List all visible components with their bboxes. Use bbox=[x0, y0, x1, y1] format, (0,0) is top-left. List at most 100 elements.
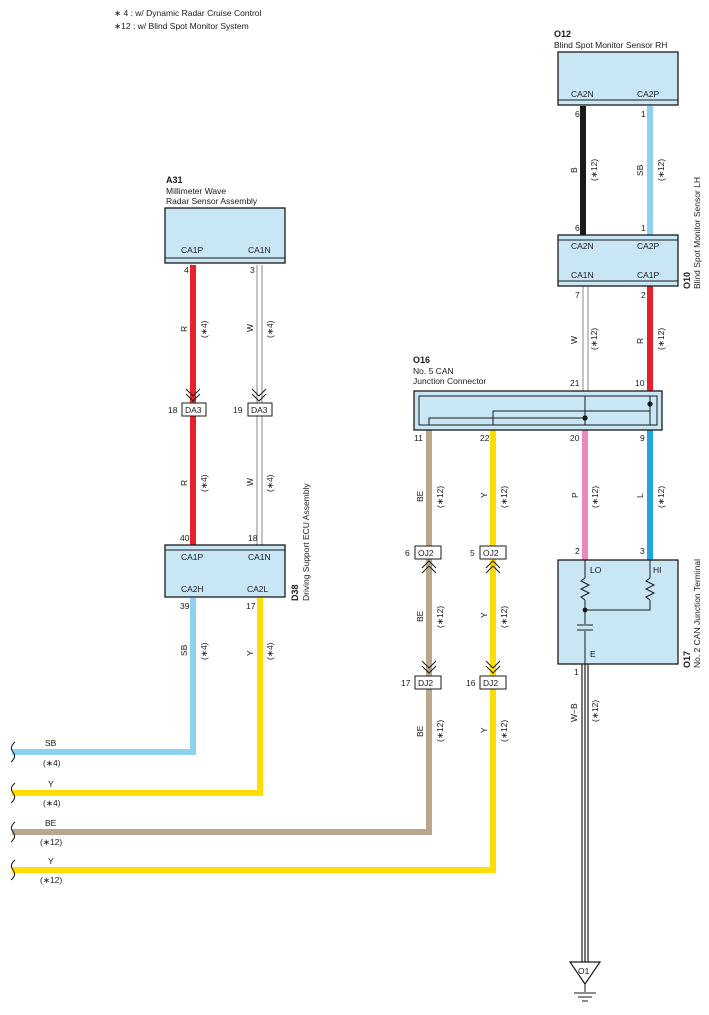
a31-name-1: Millimeter Wave bbox=[166, 186, 226, 196]
stub-2-color: Y bbox=[48, 779, 54, 789]
o1-code: O1 bbox=[578, 966, 590, 976]
oj2-pin-5: 5 bbox=[470, 548, 475, 558]
o10-pin-7: 7 bbox=[575, 290, 580, 300]
label-dj2-y: Y bbox=[479, 727, 489, 733]
stub-1-color: SB bbox=[45, 738, 57, 748]
wires bbox=[12, 106, 653, 962]
a31-pin-ca1n: CA1N bbox=[248, 245, 271, 255]
o16-pin-22: 22 bbox=[480, 433, 490, 443]
o16-pin-20: 20 bbox=[570, 433, 580, 443]
stub-3-note: (∗12) bbox=[40, 837, 62, 847]
label-da3-w-note: (∗4) bbox=[265, 474, 275, 492]
stub-break-2 bbox=[10, 782, 16, 804]
label-o17-wb: W−B bbox=[569, 703, 579, 722]
label-d38-y-note: (∗4) bbox=[265, 642, 275, 660]
label-d38-y: Y bbox=[245, 650, 255, 656]
d38-pin-ca1n: CA1N bbox=[248, 552, 271, 562]
o10-name: Blind Spot Monitor Sensor LH bbox=[692, 177, 702, 289]
o10-pin-ca1n: CA1N bbox=[571, 270, 594, 280]
o17-e: E bbox=[590, 649, 596, 659]
o16-pin-10: 10 bbox=[635, 378, 645, 388]
stubs: SB (∗4) Y (∗4) BE (∗12) Y (∗12) bbox=[10, 738, 62, 885]
component-d38: 40 18 CA1P CA1N CA2H CA2L 39 17 D38 Driv… bbox=[164, 483, 311, 611]
oj2-label-l: OJ2 bbox=[418, 548, 434, 558]
da3-pin-19: 19 bbox=[233, 405, 243, 415]
d38-pin-40: 40 bbox=[180, 533, 190, 543]
wire-d38-sb bbox=[12, 598, 196, 755]
o10-code: O10 bbox=[682, 272, 692, 289]
d38-pin-39: 39 bbox=[180, 601, 190, 611]
label-o16-p: P bbox=[570, 492, 580, 498]
label-o16-y-note: (∗12) bbox=[499, 486, 509, 508]
label-o10-r-note: (∗12) bbox=[656, 328, 666, 350]
stub-break-4 bbox=[10, 859, 16, 881]
o17-hi: HI bbox=[653, 565, 662, 575]
da3-label-l: DA3 bbox=[185, 405, 202, 415]
o12-box bbox=[557, 51, 679, 106]
label-dj2-y-note: (∗12) bbox=[499, 720, 509, 742]
wire-o16-y bbox=[12, 430, 496, 873]
label-da3-w: W bbox=[245, 478, 255, 486]
d38-pin-ca2l: CA2L bbox=[247, 584, 269, 594]
o16-pin-21: 21 bbox=[570, 378, 580, 388]
label-a31-w: W bbox=[245, 324, 255, 332]
o17-lo: LO bbox=[590, 565, 602, 575]
label-o10-w: W bbox=[569, 336, 579, 344]
o12-name: Blind Spot Monitor Sensor RH bbox=[554, 40, 667, 50]
resistor-1 bbox=[579, 577, 591, 601]
component-o16: O16 No. 5 CAN Junction Connector 21 10 1… bbox=[413, 355, 663, 443]
o10-box bbox=[557, 234, 679, 287]
d38-pin-ca2h: CA2H bbox=[181, 584, 204, 594]
label-oj2-y: Y bbox=[479, 612, 489, 618]
o12-pin-ca2n: CA2N bbox=[571, 89, 594, 99]
connector-oj2: OJ2 OJ2 6 5 bbox=[405, 545, 507, 574]
label-oj2-be: BE bbox=[415, 610, 425, 622]
o17-pin-2: 2 bbox=[575, 546, 580, 556]
o12-code: O12 bbox=[554, 29, 571, 39]
o16-pin-9: 9 bbox=[640, 433, 645, 443]
wire-d38-y bbox=[12, 598, 263, 796]
a31-pin-ca1p: CA1P bbox=[181, 245, 204, 255]
label-o12-sb: SB bbox=[635, 164, 645, 176]
da3-label-r: DA3 bbox=[251, 405, 268, 415]
label-d38-sb-note: (∗4) bbox=[199, 642, 209, 660]
label-da3-r: R bbox=[179, 480, 189, 486]
o10-pin-1: 1 bbox=[641, 223, 646, 233]
label-oj2-be-note: (∗12) bbox=[435, 606, 445, 628]
note-line-1: ∗ 4 : w/ Dynamic Radar Cruise Control bbox=[114, 8, 262, 18]
o12-pin-1: 1 bbox=[641, 109, 646, 119]
a31-code: A31 bbox=[166, 175, 183, 185]
note-line-2: ∗12 : w/ Blind Spot Monitor System bbox=[114, 21, 249, 31]
o17-box bbox=[557, 559, 679, 665]
label-o16-p-note: (∗12) bbox=[590, 486, 600, 508]
component-a31: A31 Millimeter Wave Radar Sensor Assembl… bbox=[164, 175, 286, 275]
d38-pin-17: 17 bbox=[246, 601, 256, 611]
label-o12-sb-note: (∗12) bbox=[656, 159, 666, 181]
label-o16-be: BE bbox=[415, 490, 425, 502]
component-o12: O12 Blind Spot Monitor Sensor RH CA2N CA… bbox=[554, 29, 679, 119]
stub-1-note: (∗4) bbox=[43, 758, 61, 768]
d38-box bbox=[164, 544, 286, 598]
o17-pin-1: 1 bbox=[574, 667, 579, 677]
o10-pin-ca2n: CA2N bbox=[571, 241, 594, 251]
label-o16-be-note: (∗12) bbox=[435, 486, 445, 508]
label-o17-wb-note: (∗12) bbox=[590, 700, 600, 722]
stub-3-color: BE bbox=[45, 818, 57, 828]
label-oj2-y-note: (∗12) bbox=[499, 606, 509, 628]
da3-pin-18: 18 bbox=[168, 405, 178, 415]
label-o10-r: R bbox=[635, 338, 645, 344]
label-a31-w-note: (∗4) bbox=[265, 320, 275, 338]
o16-code: O16 bbox=[413, 355, 430, 365]
o12-pin-ca2p: CA2P bbox=[637, 89, 660, 99]
a31-pin-no-4: 4 bbox=[184, 265, 189, 275]
stub-break-1 bbox=[10, 741, 16, 763]
d38-pin-18: 18 bbox=[248, 533, 258, 543]
label-da3-r-note: (∗4) bbox=[199, 474, 209, 492]
label-a31-r-note: (∗4) bbox=[199, 320, 209, 338]
label-o16-y: Y bbox=[479, 492, 489, 498]
wire-o16-be bbox=[12, 430, 432, 835]
o16-name-1: No. 5 CAN bbox=[413, 366, 454, 376]
component-o10: 6 1 CA2N CA2P CA1N CA1P 7 2 O10 Blind Sp… bbox=[557, 177, 702, 300]
a31-pin-no-3: 3 bbox=[250, 265, 255, 275]
